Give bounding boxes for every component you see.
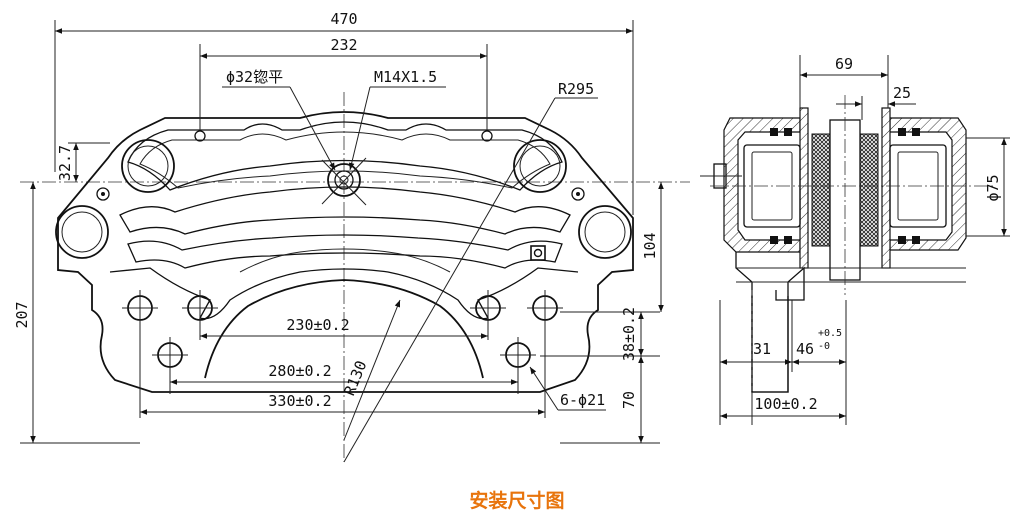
dimension-holes-middle: 280±0.2 — [170, 362, 518, 385]
dimension-center-height: 104 — [641, 182, 664, 312]
svg-text:104: 104 — [641, 232, 659, 259]
middle-rib-outline — [119, 186, 571, 235]
leader-bore: ϕ32锪平 — [222, 68, 336, 171]
right-small-hole — [481, 130, 585, 201]
left-brake-pad — [811, 133, 831, 247]
mounting-hole — [122, 290, 158, 326]
svg-text:6-ϕ21: 6-ϕ21 — [560, 391, 605, 409]
svg-text:330±0.2: 330±0.2 — [268, 392, 331, 410]
leader-arc-radius: R295 — [343, 80, 598, 463]
right-lower-bore — [578, 205, 632, 259]
svg-text:207: 207 — [13, 301, 31, 328]
thread-cross-leaders — [321, 157, 367, 206]
dimension-overall-width: 470 — [55, 10, 633, 34]
dimension-holes-inner: 230±0.2 — [200, 316, 488, 339]
drawing-caption: 安装尺寸图 — [469, 490, 565, 512]
mounting-hole — [527, 290, 563, 326]
dimension-holes-outer: 330±0.2 — [140, 392, 545, 415]
svg-text:25: 25 — [893, 84, 911, 102]
dimension-top-offset: 25 — [836, 84, 916, 107]
dimension-bracket-width: 31 — [720, 340, 792, 365]
mounting-hole — [182, 290, 218, 326]
caliper-body-outline — [57, 111, 634, 393]
svg-text:M14X1.5: M14X1.5 — [374, 68, 437, 86]
right-bridge-bolt — [881, 107, 891, 269]
mount-cutout-arc — [204, 279, 484, 379]
leader-thread: M14X1.5 — [348, 68, 446, 171]
leader-hole-pattern: 6-ϕ21 — [529, 366, 606, 411]
dimension-offset-top: 32.7 — [56, 143, 79, 182]
svg-text:470: 470 — [330, 10, 357, 28]
svg-text:46: 46 — [796, 340, 814, 358]
svg-text:R295: R295 — [558, 80, 594, 98]
side-view: 69 25 ϕ75 31 46 +0.5 -0 100±0.2 — [700, 55, 1010, 425]
svg-text:+0.5: +0.5 — [818, 328, 842, 339]
upper-rib-outline — [127, 121, 563, 191]
left-small-hole — [96, 130, 206, 201]
mounting-bracket — [735, 252, 805, 393]
dimension-base-width: 100±0.2 — [720, 395, 846, 419]
left-bridge-bolt — [799, 107, 809, 269]
right-housing — [889, 117, 967, 251]
dimension-bottom-offset: 70 — [620, 356, 644, 443]
svg-text:232: 232 — [330, 36, 357, 54]
front-view: 470 232 207 32.7 104 38±0.2 70 230±0.2 — [13, 10, 690, 463]
dimension-hole-row-offset: 38±0.2 — [620, 307, 644, 361]
dimension-mount-span: 232 — [200, 36, 487, 59]
square-marker-icon — [530, 245, 546, 261]
svg-text:ϕ32锪平: ϕ32锪平 — [226, 68, 283, 86]
svg-text:ϕ75: ϕ75 — [984, 174, 1002, 201]
right-upper-bore — [513, 139, 567, 193]
left-upper-bore — [121, 139, 175, 193]
svg-text:100±0.2: 100±0.2 — [754, 395, 817, 413]
bleed-port — [327, 163, 361, 197]
upper-rib-inner — [139, 131, 551, 189]
svg-text:31: 31 — [753, 340, 771, 358]
mounting-hole — [470, 290, 506, 326]
dimension-overall-height: 207 — [13, 182, 36, 443]
svg-text:70: 70 — [620, 391, 638, 409]
svg-text:280±0.2: 280±0.2 — [268, 362, 331, 380]
lower-rib-outline — [127, 234, 563, 269]
svg-text:69: 69 — [835, 55, 853, 73]
mounting-hole — [152, 337, 188, 373]
svg-text:32.7: 32.7 — [56, 145, 74, 181]
svg-text:38±0.2: 38±0.2 — [620, 307, 638, 361]
right-brake-pad — [859, 133, 879, 247]
dimension-slot: 46 +0.5 -0 — [792, 328, 846, 365]
left-lower-bore — [55, 205, 109, 259]
dimension-top-width: 69 — [800, 55, 888, 78]
svg-text:-0: -0 — [818, 341, 830, 352]
mounting-hole — [500, 337, 536, 373]
bleed-screw — [700, 163, 742, 189]
seal-marks — [770, 128, 920, 244]
svg-text:230±0.2: 230±0.2 — [286, 316, 349, 334]
left-housing — [723, 117, 801, 253]
dimension-piston-dia: ϕ75 — [984, 138, 1007, 236]
lower-arch — [239, 248, 451, 273]
